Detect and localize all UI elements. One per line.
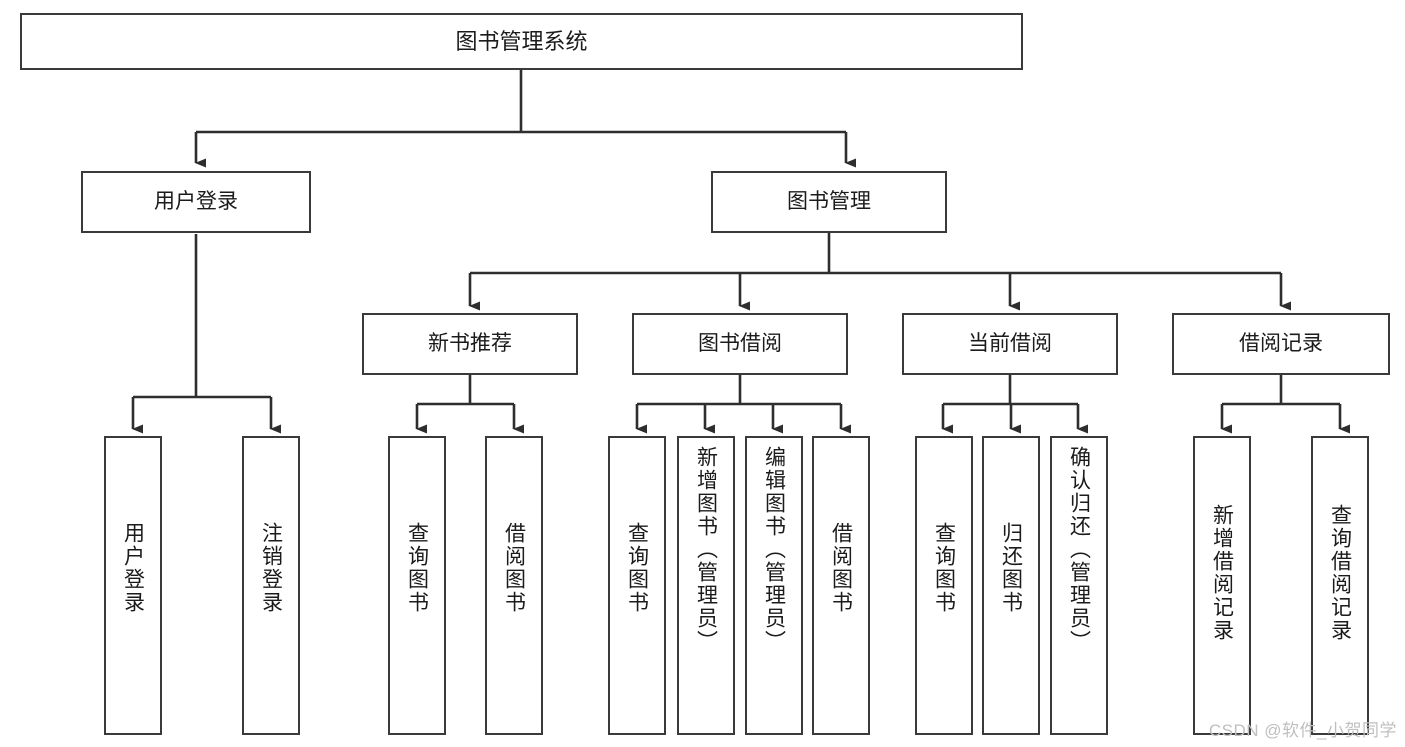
node-user-login[interactable]: 用户登录	[81, 171, 311, 233]
node-borrowing-record[interactable]: 借阅记录	[1172, 313, 1390, 375]
node-label: 用户登录	[154, 189, 238, 213]
node-label: 图书借阅	[698, 331, 782, 355]
node-label: 图书管理	[787, 189, 871, 213]
node-current-borrowing[interactable]: 当前借阅	[902, 313, 1118, 375]
leaf-add-book-admin[interactable]: 新增图书（管理员）	[677, 436, 735, 735]
node-label: 借阅图书	[829, 522, 853, 614]
node-label: 新增借阅记录	[1210, 504, 1234, 642]
leaf-query-book-borrowing[interactable]: 查询图书	[608, 436, 666, 735]
leaf-query-borrow-record[interactable]: 查询借阅记录	[1311, 436, 1369, 735]
leaf-edit-book-admin[interactable]: 编辑图书（管理员）	[745, 436, 803, 735]
leaf-borrow-book-recommend[interactable]: 借阅图书	[485, 436, 543, 735]
node-label: 新书推荐	[428, 331, 512, 355]
node-label: 查询图书	[405, 522, 429, 614]
leaf-add-borrow-record[interactable]: 新增借阅记录	[1193, 436, 1251, 735]
node-label: 查询借阅记录	[1328, 504, 1352, 642]
csdn-watermark: CSDN @软件_小贺同学	[1208, 721, 1397, 740]
node-book-management[interactable]: 图书管理	[711, 171, 947, 233]
node-label: 新增图书（管理员）	[694, 446, 718, 653]
node-label: 当前借阅	[968, 331, 1052, 355]
leaf-user-login[interactable]: 用户登录	[104, 436, 162, 735]
node-label: 图书管理系统	[455, 28, 588, 54]
node-label: 查询图书	[625, 522, 649, 614]
leaf-confirm-return-admin[interactable]: 确认归还（管理员）	[1050, 436, 1108, 735]
node-new-book-recommendation[interactable]: 新书推荐	[362, 313, 578, 375]
leaf-query-book-current[interactable]: 查询图书	[915, 436, 973, 735]
leaf-query-book-recommend[interactable]: 查询图书	[388, 436, 446, 735]
node-label: 归还图书	[999, 522, 1023, 614]
node-label: 借阅图书	[502, 522, 526, 614]
node-label: 借阅记录	[1239, 331, 1323, 355]
node-root-book-management-system[interactable]: 图书管理系统	[20, 13, 1023, 70]
node-label: 确认归还（管理员）	[1067, 446, 1091, 653]
node-book-borrowing[interactable]: 图书借阅	[632, 313, 848, 375]
node-label: 查询图书	[932, 522, 956, 614]
node-label: 编辑图书（管理员）	[762, 446, 786, 653]
leaf-borrow-book-borrowing[interactable]: 借阅图书	[812, 436, 870, 735]
node-label: 用户登录	[121, 522, 145, 614]
leaf-logout[interactable]: 注销登录	[242, 436, 300, 735]
leaf-return-book[interactable]: 归还图书	[982, 436, 1040, 735]
node-label: 注销登录	[259, 522, 283, 614]
